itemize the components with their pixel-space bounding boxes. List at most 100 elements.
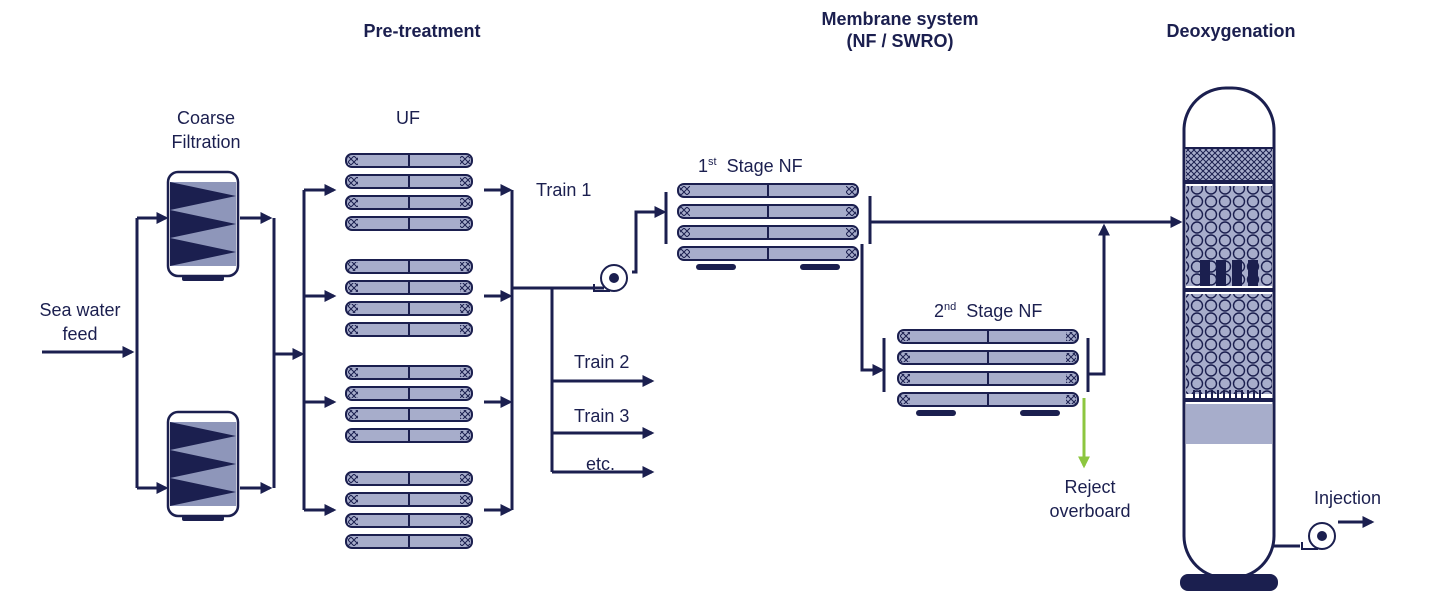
deoxygenation-tower [1180,86,1278,591]
tower-distributor [1232,260,1242,286]
nf-stage-2-rack [897,329,1079,416]
pump-to-nf1 [632,206,667,274]
section-title-pretreatment: Pre-treatment [363,21,481,41]
vessel-baffle [170,450,236,478]
sea-water-feed-line1: Sea water [39,300,121,320]
vessel-baffle [170,422,236,450]
reject-overboard-line1: Reject [1064,477,1116,497]
section-title-membrane-line1: Membrane system [821,9,979,29]
membrane-end-cap [348,368,358,377]
membrane-end-cap [348,325,358,334]
membrane-end-cap [348,304,358,313]
section-title-membrane-line2: (NF / SWRO) [846,31,954,51]
membrane-end-cap [680,186,690,195]
uf-rack-2 [345,259,473,337]
tower-distributor [1200,260,1210,286]
first-stage-ordinal: 1 [698,156,709,176]
membrane-end-cap [900,353,910,362]
pump-impeller [1317,531,1327,541]
sea-water-feed-label: Sea water feed [28,298,132,346]
coarse-filtration-line2: Filtration [171,132,241,152]
membrane-end-cap [1066,395,1076,404]
section-title-deoxygenation: Deoxygenation [1166,21,1296,41]
pump-impeller [609,273,619,283]
membrane-end-cap [1066,332,1076,341]
membrane-end-cap [680,207,690,216]
uf-rack-1 [345,153,473,231]
membrane-end-cap [846,228,856,237]
membrane-end-cap [460,177,470,186]
second-stage-suffix: nd [944,301,957,313]
uf-label: UF [396,108,420,128]
membrane-end-cap [680,228,690,237]
membrane-end-cap [1066,374,1076,383]
tower-demister [1186,148,1272,180]
tower-packing-upper [1186,186,1272,286]
membrane-end-cap [348,537,358,546]
membrane-end-cap [348,495,358,504]
tower-sump [1186,404,1272,444]
membrane-end-cap [460,516,470,525]
flow-lines [42,184,1375,548]
membrane-end-cap [680,249,690,258]
equipment [166,86,1336,591]
nf1-concentrate-to-nf2 [860,244,885,376]
membrane-end-cap [900,374,910,383]
uf-rack-4 [345,471,473,549]
membrane-end-cap [348,156,358,165]
nf-stage-1-rack [677,183,859,270]
rack-foot [916,410,956,416]
membrane-end-cap [348,219,358,228]
reject-overboard-line2: overboard [1049,501,1131,521]
tower-base [1180,574,1278,591]
tower-distributor [1216,260,1226,286]
feed-booster-pump [593,264,628,292]
first-stage-text: Stage NF [726,156,803,176]
membrane-end-cap [348,516,358,525]
vessel-foot [182,516,224,521]
first-stage-nf-label: 1st Stage NF [698,154,803,178]
membrane-end-cap [460,389,470,398]
membrane-end-cap [348,262,358,271]
injection-pump [1301,522,1336,550]
membrane-end-cap [460,198,470,207]
membrane-end-cap [348,198,358,207]
membrane-end-cap [460,156,470,165]
rack-foot [1020,410,1060,416]
section-title-membrane: Membrane system (NF / SWRO) [790,8,1010,52]
membrane-end-cap [846,249,856,258]
membrane-end-cap [1066,353,1076,362]
pump-outlet [1301,542,1318,550]
membrane-end-cap [460,219,470,228]
membrane-end-cap [460,495,470,504]
membrane-end-cap [460,410,470,419]
membrane-end-cap [846,186,856,195]
uf-rack-3 [345,365,473,443]
reject-overboard-label: Reject overboard [1036,475,1144,523]
coarse-filter-vessel-2 [166,410,240,521]
membrane-end-cap [460,283,470,292]
membrane-end-cap [460,474,470,483]
membrane-end-cap [900,395,910,404]
train-3-label: Train 3 [574,406,630,426]
membrane-end-cap [460,537,470,546]
etc-label: etc. [586,454,616,474]
membrane-end-cap [460,431,470,440]
vessel-baffle [170,238,236,266]
membrane-end-cap [348,474,358,483]
train-2-label: Train 2 [574,352,630,372]
vessel-foot [182,276,224,281]
nf2-permeate-return [1088,223,1110,376]
rack-foot [800,264,840,270]
coarse-filter-vessel-1 [166,170,240,281]
vessel-baffle [170,182,236,210]
membrane-end-cap [348,431,358,440]
membrane-end-cap [846,207,856,216]
tower-distributor [1248,260,1258,286]
membrane-end-cap [460,262,470,271]
tower-packing-lower [1186,294,1272,394]
membrane-end-cap [900,332,910,341]
pump-outlet [593,284,610,292]
injection-label: Injection [1314,488,1382,508]
